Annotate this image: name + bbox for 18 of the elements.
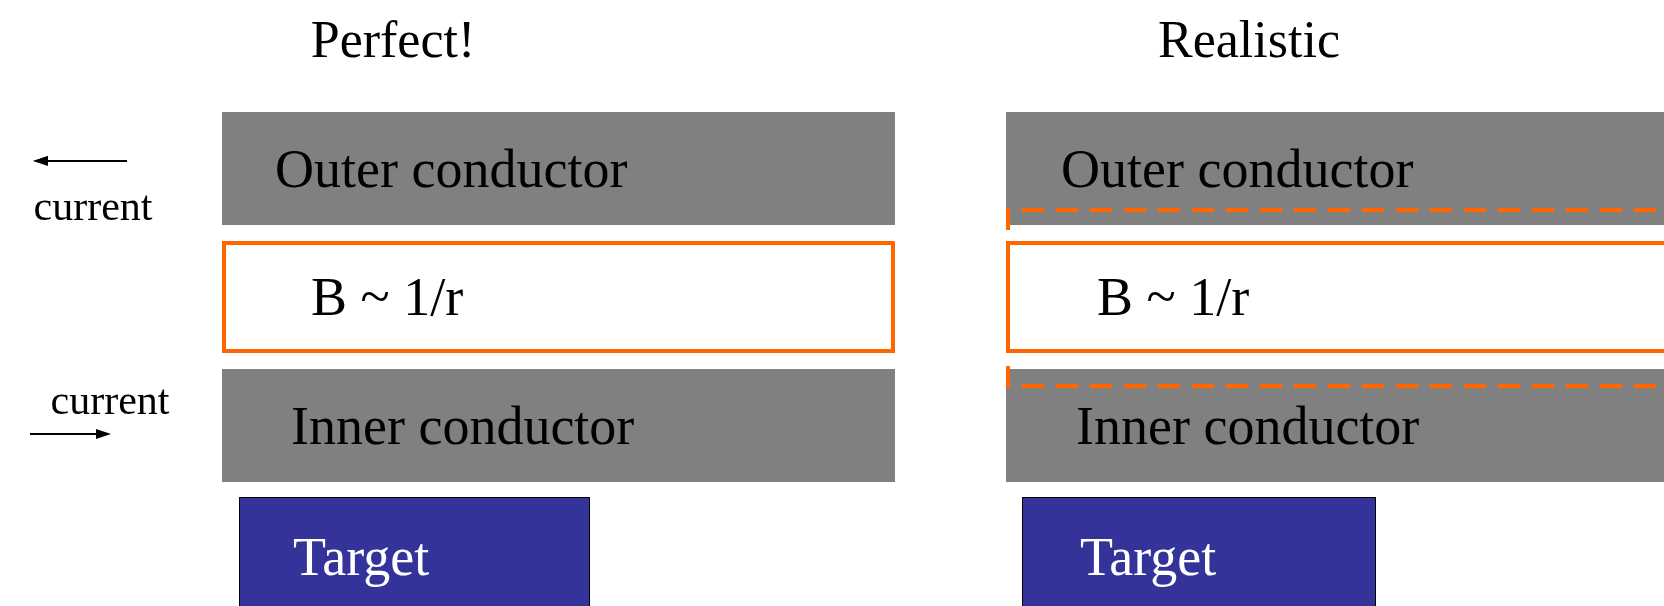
field-region [1006, 241, 1664, 353]
node-text: Inner conductor [291, 398, 635, 453]
current-label: current [50, 379, 170, 421]
current-label: current [33, 185, 153, 227]
target-block [239, 497, 590, 606]
node-text: Inner conductor [1076, 398, 1420, 453]
column-heading: Realistic [1158, 14, 1340, 66]
node-text: Outer conductor [1061, 141, 1414, 196]
node-text: B ~ 1/r [311, 270, 464, 324]
node-text: B ~ 1/r [1097, 270, 1250, 324]
column-heading: Perfect! [310, 14, 476, 66]
conductor-bar [222, 369, 895, 482]
conductor-bar [1006, 369, 1664, 482]
target-block [1022, 497, 1376, 606]
conductor-bar [1006, 112, 1664, 225]
node-text: Outer conductor [275, 141, 628, 196]
field-region [222, 241, 895, 353]
conductor-bar [222, 112, 895, 225]
